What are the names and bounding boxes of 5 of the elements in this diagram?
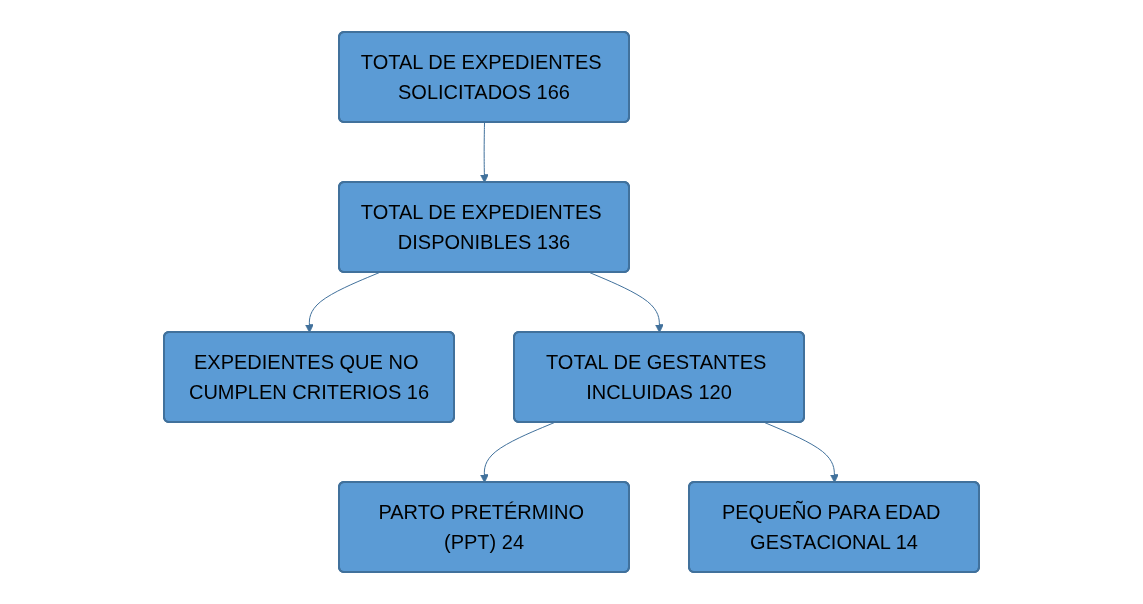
arrow (479, 122, 489, 183)
arrow (479, 422, 555, 483)
arrow (764, 422, 839, 483)
arrow (304, 272, 380, 333)
arrow (589, 272, 664, 333)
